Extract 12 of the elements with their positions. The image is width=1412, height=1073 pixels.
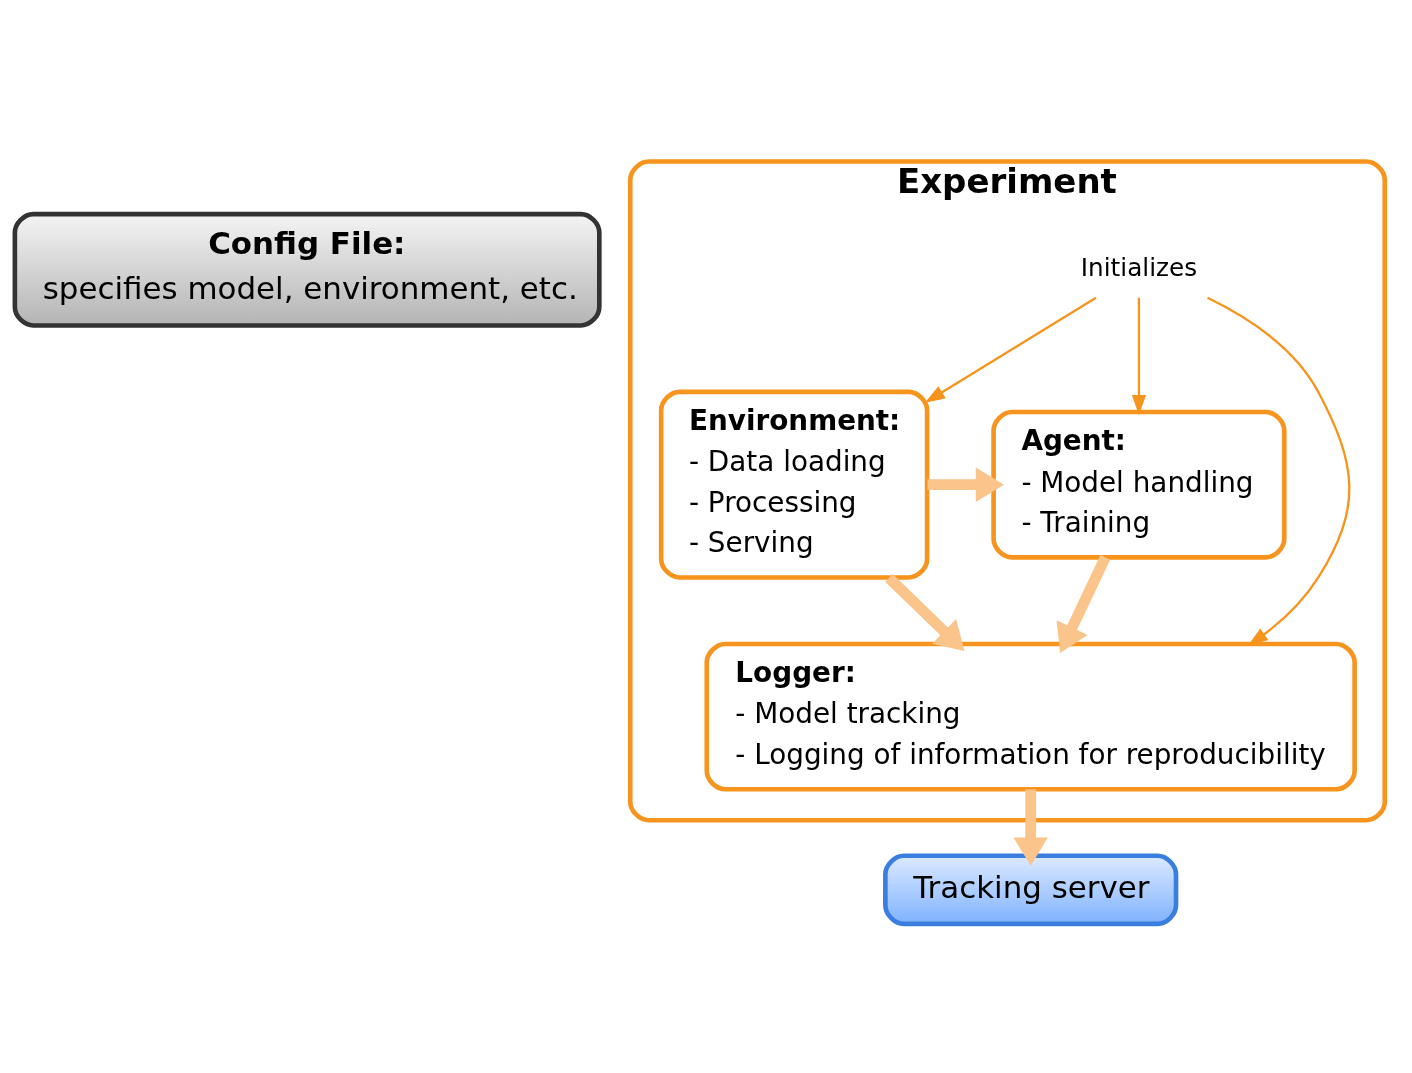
node-box: Environment: - Data loading - Processing - Serving: [658, 389, 930, 580]
arrow: [1013, 789, 1048, 866]
node-box: Config File: specifies model, environment, etc.: [12, 211, 602, 328]
node-box: Agent: - Model handling - Training: [991, 409, 1287, 560]
node-box: Logger: - Model tracking - Logging of information for reproducibility: [704, 641, 1357, 792]
arrow: [1131, 297, 1146, 416]
arrow: [924, 296, 1097, 403]
node-text: Initializes: [1080, 252, 1198, 282]
arrow: [885, 574, 965, 651]
arrow: [927, 467, 1004, 502]
arrow: [1056, 555, 1111, 653]
node-box: Tracking server: [883, 853, 1179, 927]
